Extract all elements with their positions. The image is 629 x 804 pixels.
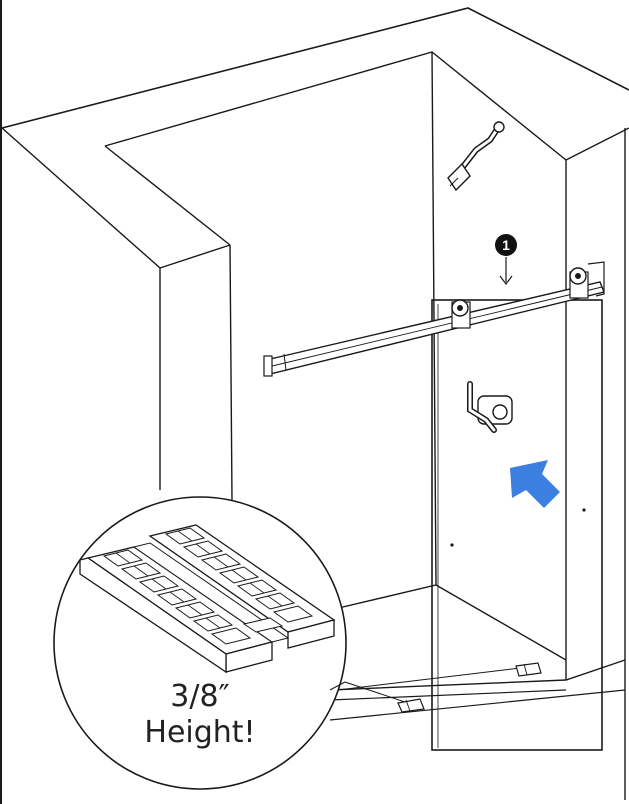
alcove-top-edge (104, 51, 567, 161)
floor-guide (337, 662, 542, 713)
left-wall-inner-vertical (229, 244, 233, 501)
shower-base-back (329, 584, 567, 661)
base-front-edge (329, 689, 626, 721)
step-number: 1 (502, 237, 510, 253)
right-wall-front-top (565, 127, 629, 161)
roller-right-icon (569, 267, 589, 299)
shower-base-front (329, 659, 626, 691)
glass-door-panel (431, 299, 603, 751)
detail-callout: 3/8″ Height! (53, 496, 347, 790)
shower-base-lip (329, 689, 567, 701)
wall-top-edge (1, 7, 629, 129)
left-wall-inner-edge (104, 145, 231, 246)
height-label: Height! (144, 715, 255, 750)
back-corner (431, 51, 437, 586)
step-number-icon: 1 (495, 234, 517, 285)
roller-left-icon (451, 299, 471, 329)
blue-arrow-icon (510, 460, 560, 508)
height-value: 3/8″ (170, 679, 230, 714)
shower-head-icon (447, 121, 505, 192)
door-hole-left (450, 543, 454, 547)
shower-valve-icon (467, 381, 513, 433)
left-wall-front-top (159, 244, 231, 269)
rail-end-bracket (587, 261, 605, 297)
door-hole-right (582, 508, 586, 512)
left-wall-face (1, 127, 161, 490)
guide-rail-detail (79, 524, 336, 674)
